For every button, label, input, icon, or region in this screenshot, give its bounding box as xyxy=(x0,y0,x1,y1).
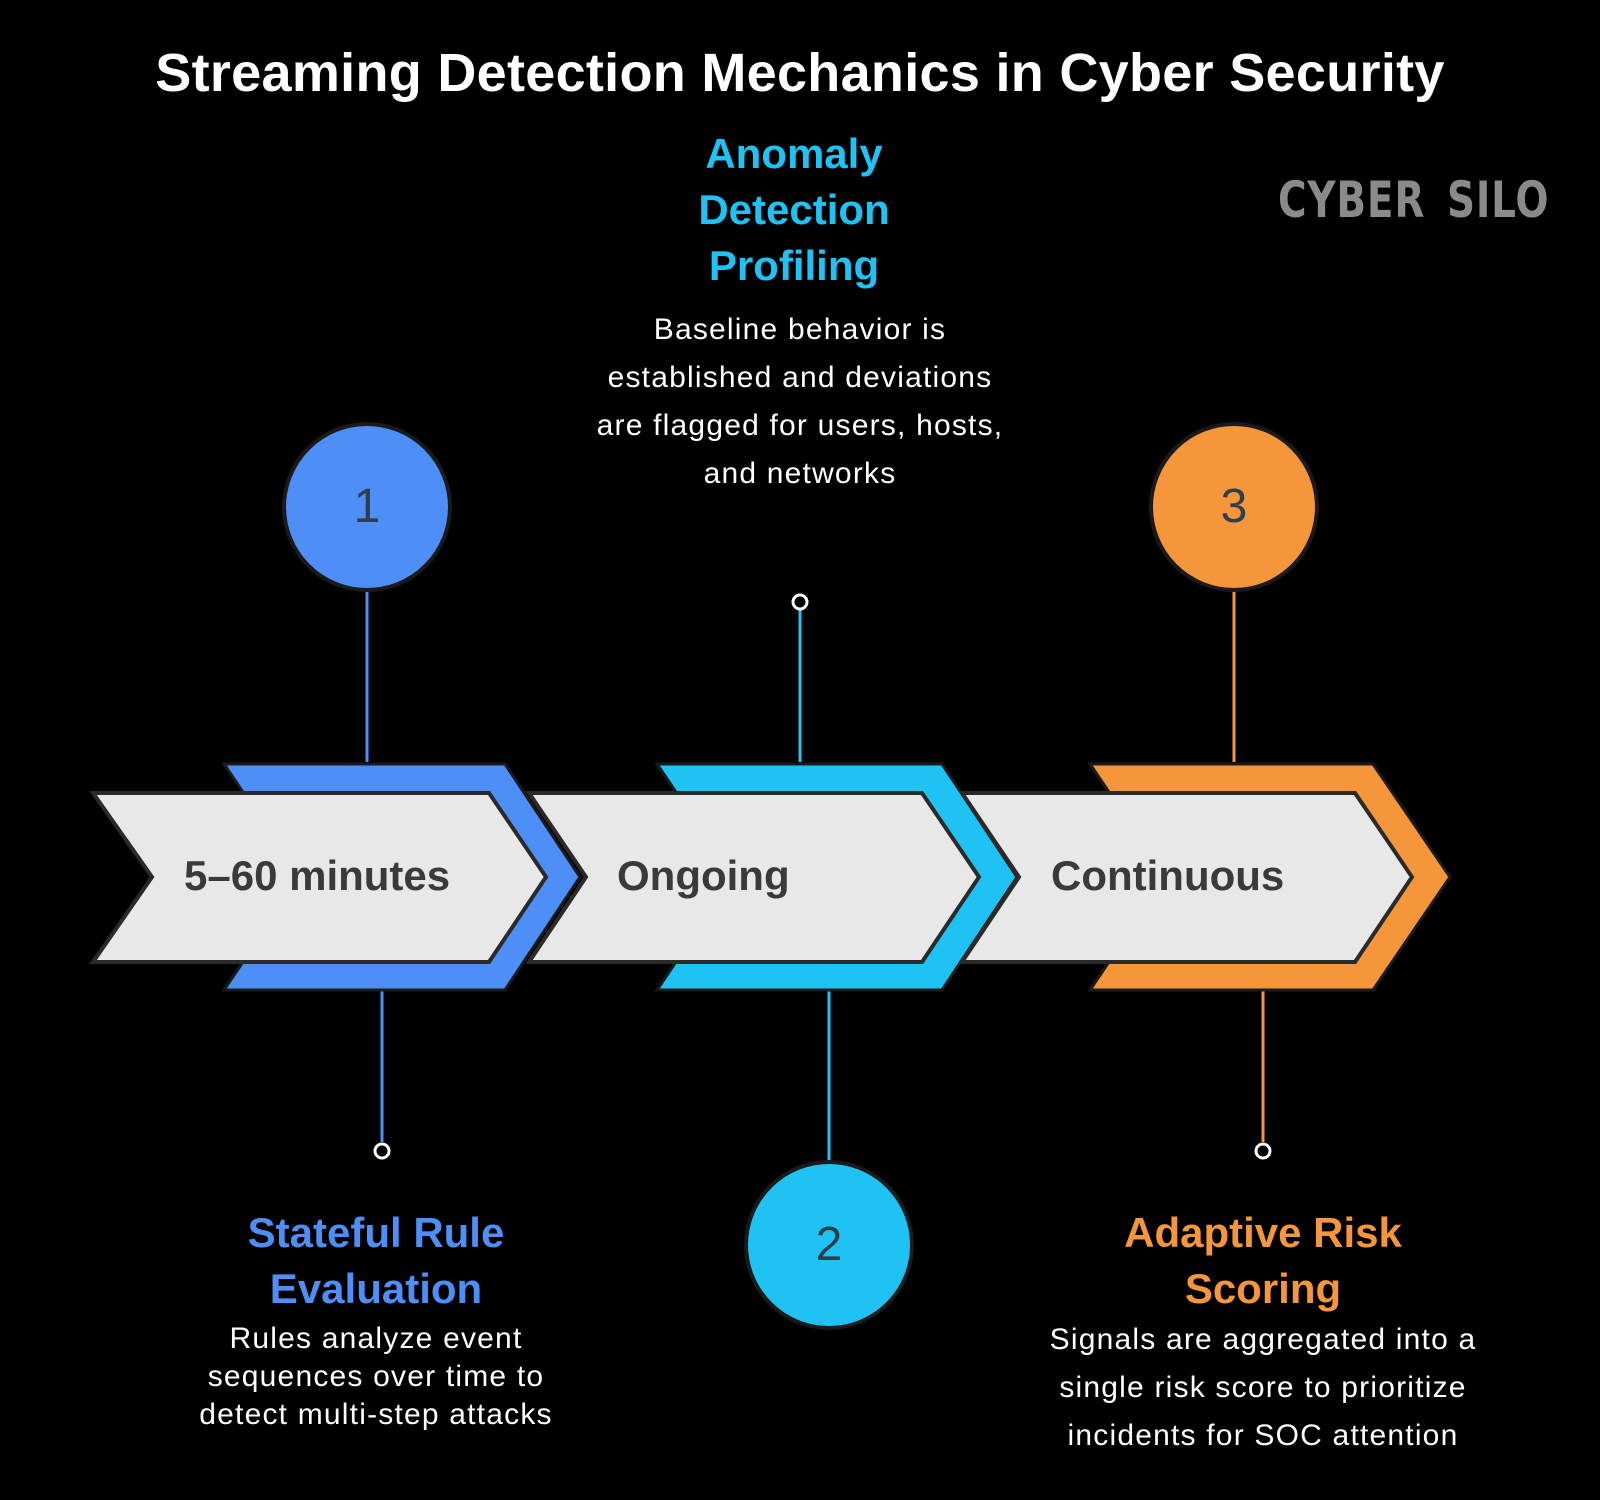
step-circle-1 xyxy=(282,422,452,592)
page-title: Streaming Detection Mechanics in Cyber S… xyxy=(155,43,1445,103)
step-heading-1: Stateful Rule Evaluation xyxy=(176,1205,576,1317)
arrow-3 xyxy=(958,791,1415,964)
description-line: are flagged for users, hosts, xyxy=(596,409,1004,442)
arrow-label-1: 5–60 minutes xyxy=(184,852,451,899)
step-description-3: Signals are aggregated into a single ris… xyxy=(1003,1316,1523,1460)
description-line: incidents for SOC attention xyxy=(1067,1419,1459,1452)
description-line: and networks xyxy=(703,457,897,490)
step-heading-3: Adaptive Risk Scoring xyxy=(1058,1205,1468,1317)
step-circle-3 xyxy=(1149,422,1319,592)
step-number-3: 3 xyxy=(1220,480,1248,533)
description-line: Rules analyze event xyxy=(229,1322,523,1355)
step-number-2: 2 xyxy=(815,1218,843,1271)
logo-word-right: SILO xyxy=(1447,171,1550,229)
description-line: established and deviations xyxy=(607,361,993,394)
step-number-1: 1 xyxy=(353,480,381,533)
connector-dot-2 xyxy=(791,593,809,611)
heading-line: Stateful Rule xyxy=(247,1209,505,1256)
description-line: Signals are aggregated into a xyxy=(1049,1323,1477,1356)
heading-line: Detection xyxy=(698,186,890,233)
heading-line: Adaptive Risk xyxy=(1124,1209,1402,1256)
heading-line: Scoring xyxy=(1184,1265,1342,1312)
heading-line: Evaluation xyxy=(269,1265,483,1312)
heading-line: Profiling xyxy=(708,242,880,289)
step-description-2: Baseline behavior is established and dev… xyxy=(540,306,1060,498)
description-line: Baseline behavior is xyxy=(653,313,947,346)
step-circle-2 xyxy=(744,1160,914,1330)
cyber-silo-logo: CYBER SILO xyxy=(1278,165,1549,235)
connector-dot-3 xyxy=(1254,1142,1272,1160)
arrow-2 xyxy=(525,791,982,964)
arrow-1 xyxy=(89,791,549,964)
heading-line: Anomaly xyxy=(705,130,883,177)
arrow-label-2: Ongoing xyxy=(617,852,790,899)
description-line: detect multi-step attacks xyxy=(199,1398,553,1431)
description-line: sequences over time to xyxy=(207,1360,545,1393)
connector-dot-1 xyxy=(373,1142,391,1160)
step-description-1: Rules analyze event sequences over time … xyxy=(136,1320,616,1434)
step-heading-2: Anomaly Detection Profiling xyxy=(594,126,994,294)
arrow-label-3: Continuous xyxy=(1051,852,1285,899)
logo-word-left: CYBER xyxy=(1278,171,1426,229)
description-line: single risk score to prioritize xyxy=(1059,1371,1467,1404)
